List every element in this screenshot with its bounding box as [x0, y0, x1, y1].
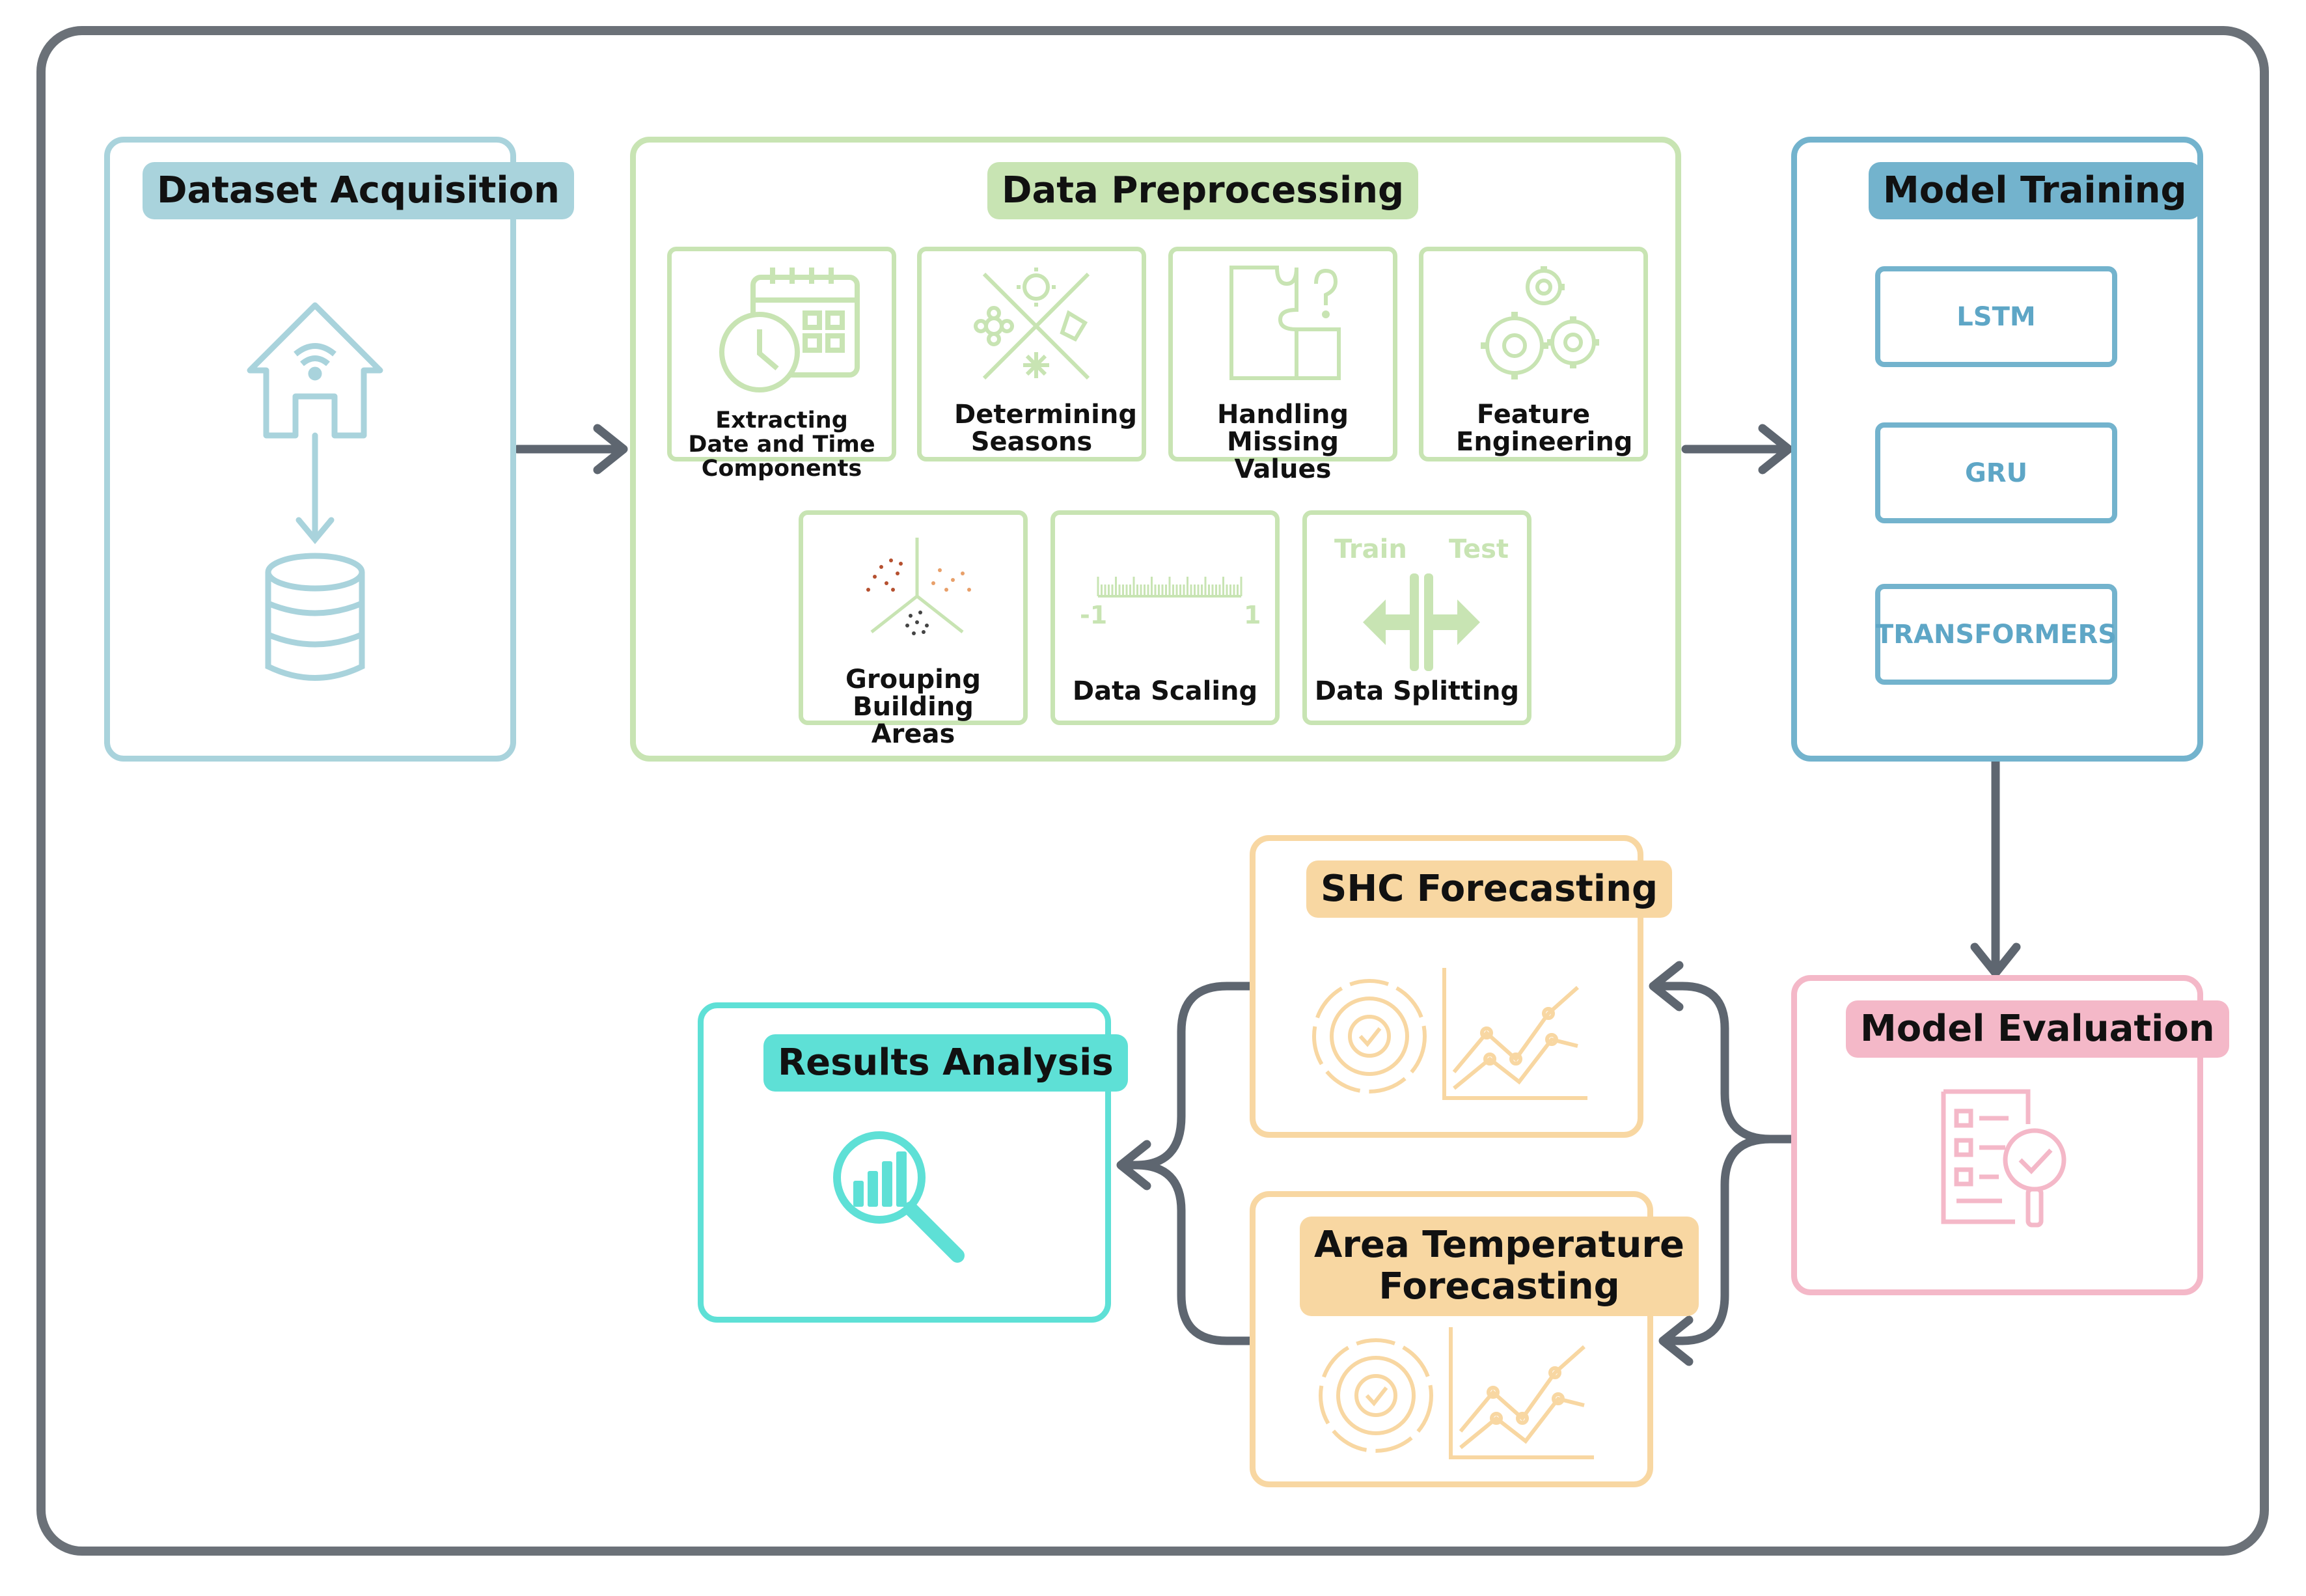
step-label: Handling Missing Values: [1216, 400, 1349, 484]
model-evaluation-panel: Model Evaluation: [1791, 975, 2229, 1295]
line-chart-icon: [1449, 1327, 1594, 1459]
data-preprocessing-title: Data Preprocessing: [987, 162, 1419, 220]
step-grouping-building-areas: Grouping Building Areas: [799, 510, 1028, 748]
gear-check-icon: [1319, 1338, 1433, 1453]
step-label: Determining Seasons: [954, 400, 1137, 457]
model-evaluation-title: Model Evaluation: [1846, 1000, 2229, 1058]
database-icon: [265, 553, 365, 681]
step-feature-engineering: Feature Engineering: [1419, 247, 1648, 461]
train-label: Train: [1334, 534, 1407, 564]
model-training-title: Model Training: [1869, 162, 2201, 220]
calendar-clock-icon: [719, 268, 860, 392]
step-label: Feature Engineering: [1456, 400, 1633, 457]
gear-check-icon: [1312, 979, 1427, 1094]
step-label: Data Scaling: [1072, 676, 1258, 706]
dataset-acquisition-panel: Dataset Acquisition: [104, 137, 574, 762]
scale-min-label: -1: [1080, 601, 1108, 629]
area-temperature-forecasting-panel: Area Temperature Forecasting: [1250, 1191, 1699, 1487]
arrow-forecasts-to-results: [1118, 982, 1254, 1170]
model-lstm: LSTM: [1875, 266, 2117, 367]
puzzle-icon: [1229, 266, 1341, 380]
split-icon: [1363, 573, 1480, 671]
evaluation-checklist-icon: [1941, 1089, 2066, 1228]
step-data-splitting: Train Test Data Splitting: [1302, 510, 1531, 725]
shc-forecasting-title: SHC Forecasting: [1306, 860, 1673, 918]
step-handling-missing-values: Handling Missing Values: [1168, 247, 1397, 483]
step-label: Extracting Date and Time Components: [688, 407, 875, 482]
step-determining-seasons: Determining Seasons: [917, 247, 1146, 461]
dataset-acquisition-title: Dataset Acquisition: [143, 162, 574, 220]
model-gru: GRU: [1875, 422, 2117, 523]
results-analysis-title: Results Analysis: [763, 1034, 1128, 1092]
step-label: Grouping Building Areas: [845, 665, 981, 749]
outer-frame: [36, 26, 2269, 1556]
smart-home-icon: [247, 302, 383, 439]
down-arrow-icon: [295, 432, 335, 545]
shc-forecasting-panel: SHC Forecasting: [1250, 835, 1673, 1138]
title-line-2: Forecasting: [1379, 1265, 1620, 1308]
results-analysis-panel: Results Analysis: [698, 1002, 1128, 1323]
gears-icon: [1481, 266, 1599, 379]
test-label: Test: [1449, 534, 1509, 564]
seasons-icon: [974, 268, 1090, 380]
title-line-1: Area Temperature: [1314, 1224, 1685, 1266]
step-extracting-date-time: Extracting Date and Time Components: [667, 247, 896, 480]
scale-ruler-icon: [1097, 577, 1242, 598]
magnifier-chart-icon: [833, 1131, 965, 1263]
step-data-scaling: -1 1 Data Scaling: [1050, 510, 1280, 725]
step-label: Data Splitting: [1314, 676, 1520, 706]
data-preprocessing-panel: Data Preprocessing Extracting Date and T…: [630, 137, 1681, 762]
model-training-panel: Model Training LSTM GRU TRANSFORMERS: [1791, 137, 2203, 762]
clustering-icon: [866, 538, 971, 635]
line-chart-icon: [1442, 968, 1587, 1100]
arrow-evaluation-to-forecasts: [1652, 982, 1798, 1144]
scale-max-label: 1: [1244, 601, 1261, 629]
model-transformers: TRANSFORMERS: [1875, 584, 2117, 685]
area-temperature-forecasting-title: Area Temperature Forecasting: [1300, 1217, 1699, 1316]
